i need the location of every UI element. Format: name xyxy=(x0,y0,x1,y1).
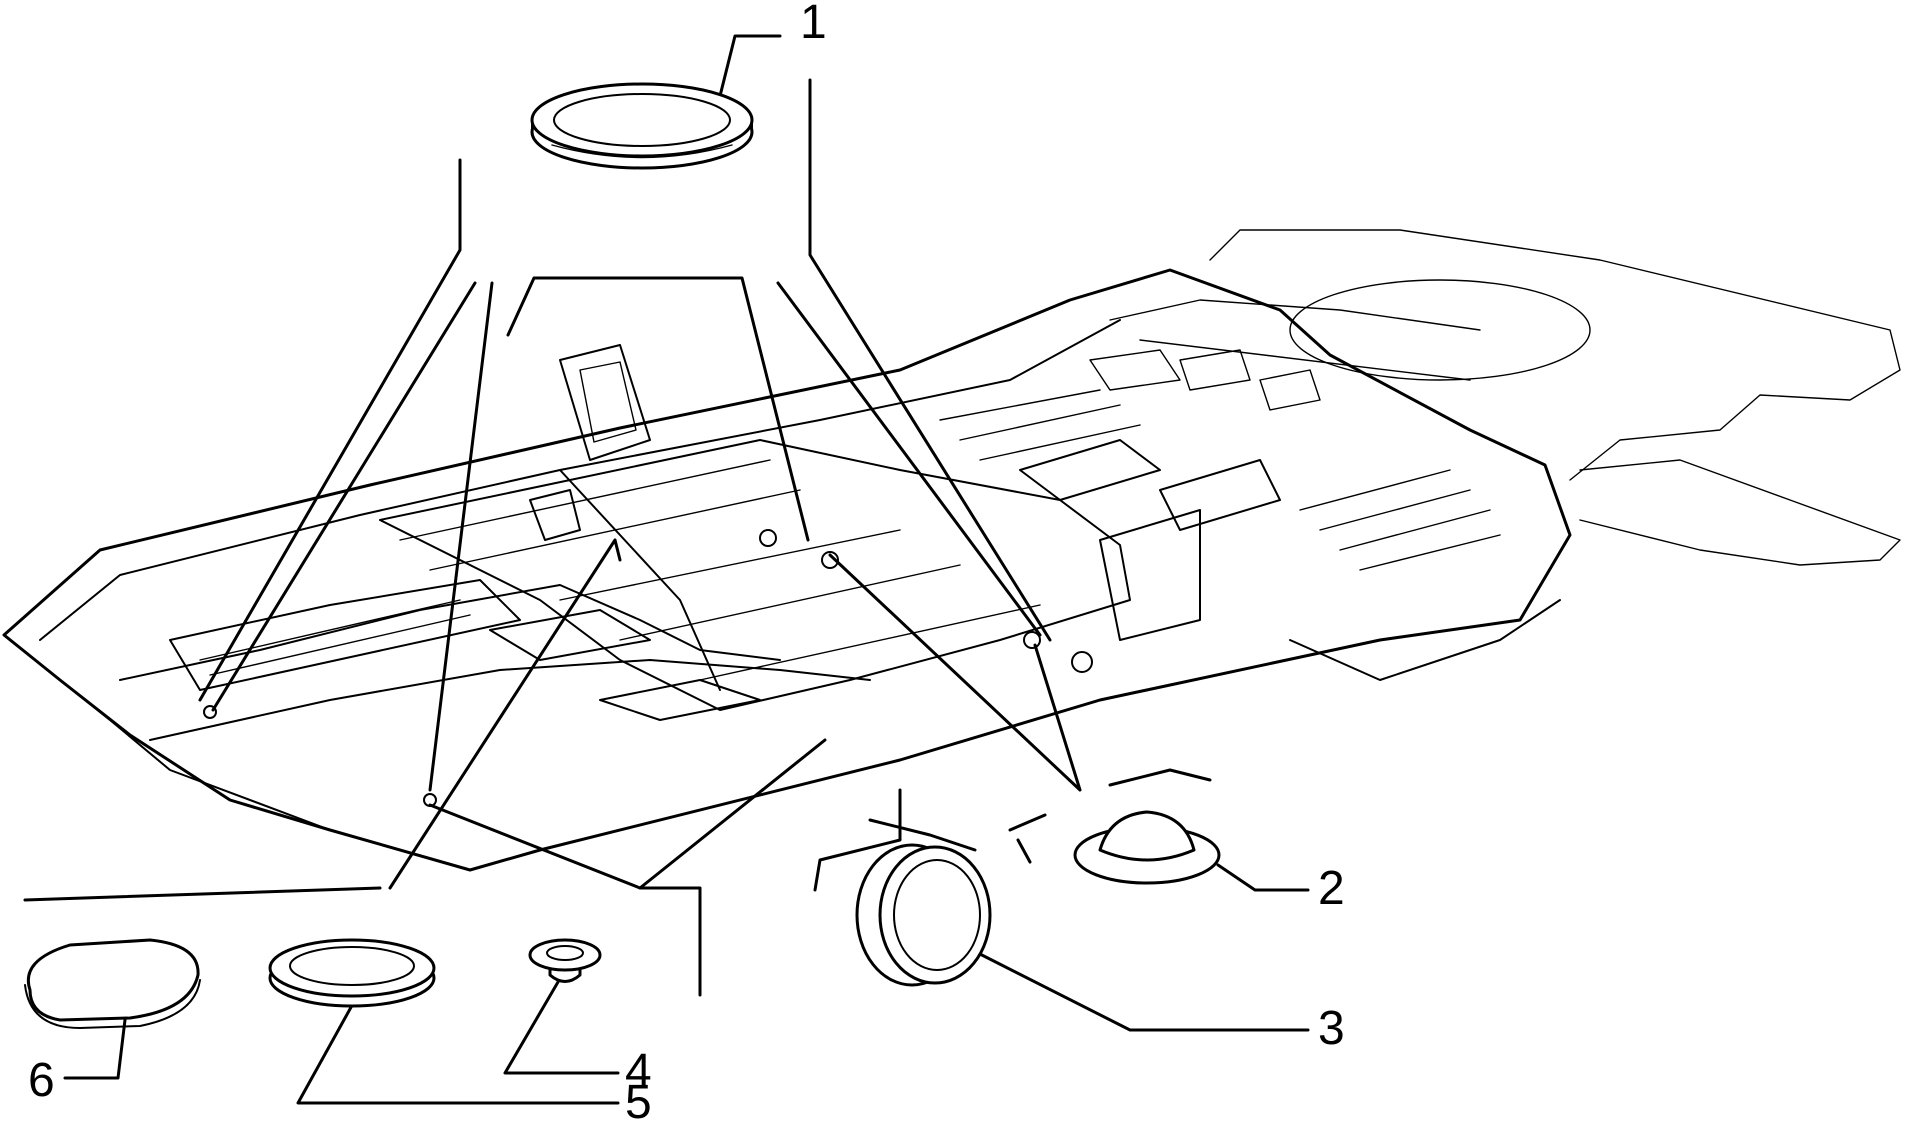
leader-3 xyxy=(970,948,1310,1032)
callout-1: 1 xyxy=(800,0,827,49)
floor-pan xyxy=(2,229,1901,872)
part-2-domed-plug xyxy=(1073,810,1221,885)
callout-2: 2 xyxy=(1318,862,1345,915)
part-5-grommet-ring xyxy=(268,938,436,1008)
part-4-small-grommet xyxy=(528,938,602,983)
leader-1-frame-right xyxy=(808,78,1052,642)
leader-2 xyxy=(1216,863,1310,892)
leader-5 xyxy=(296,998,620,1105)
leader-1-frame-left xyxy=(198,158,462,702)
leader-lines xyxy=(23,34,1310,1105)
callout-5: 5 xyxy=(625,1076,652,1129)
callout-4: 4 xyxy=(625,1045,652,1098)
part-3-round-plug xyxy=(855,843,992,987)
leader-6 xyxy=(63,993,130,1080)
callout-6: 6 xyxy=(28,1054,55,1107)
part-1-grommet-ring xyxy=(530,82,754,170)
part-6-oval-plug xyxy=(24,938,201,1029)
callout-labels: 1 2 3 4 5 6 xyxy=(28,0,1345,1129)
callout-3: 3 xyxy=(1318,1002,1345,1055)
leader-4 xyxy=(503,968,620,1075)
